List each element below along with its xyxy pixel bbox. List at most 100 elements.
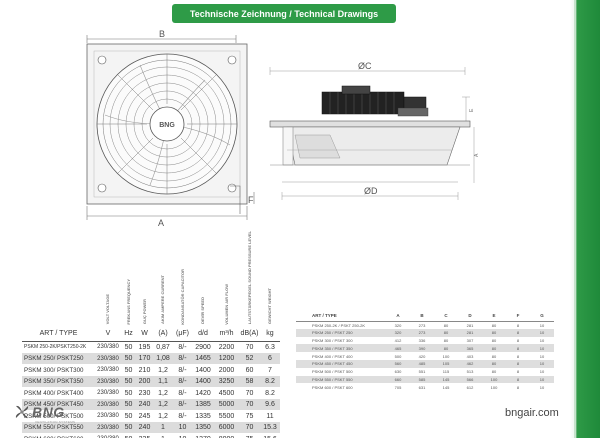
specifications-table: VOLT VOLTAGE FREKANS FREQUENCY GUÇ POWER… [22, 229, 280, 438]
dimension-cell: 10 [530, 328, 554, 337]
dimension-cell: 80 [491, 337, 497, 343]
dimension-cell: 10 [530, 375, 554, 384]
dim-f-label: F [248, 195, 254, 205]
unit-current: (A) [153, 326, 173, 342]
header-air-flow: VOLUMEN AIR FLOW [223, 283, 229, 325]
dimension-cell: 100 [442, 353, 450, 359]
dimension-cell: 336 [418, 337, 426, 343]
spec-cell: 11 [266, 412, 274, 420]
dimension-model: PSKM 250-2K / PSKT 250-2K [312, 322, 366, 328]
dimension-model: PSKM 450 / PSKT 450 [296, 359, 386, 368]
spec-cell: 8/- [173, 375, 192, 388]
unit-air-flow: m³/h [214, 326, 239, 342]
spec-cell: 2900 [195, 343, 211, 351]
spec-cell: 15.3 [260, 421, 280, 434]
art-type-header: ART / TYPE [22, 326, 95, 342]
brand-logo: BNG VENTILATION SYSTEMS [12, 404, 75, 424]
dim-header-f: F [506, 311, 530, 322]
unit-power: W [136, 326, 153, 342]
hub-logo: BNG [159, 122, 175, 129]
spec-cell: 58 [239, 375, 260, 388]
spec-cell: 70 [245, 389, 254, 397]
header-voltage: VOLT VOLTAGE [105, 294, 110, 325]
spec-model: PSKM 300/ PSKT300 [24, 366, 84, 374]
spec-cell: 230/380 [97, 367, 119, 374]
spec-cell: 4500 [218, 389, 235, 397]
dim-a-label: A [158, 218, 164, 228]
spec-cell: 8/- [178, 366, 187, 374]
spec-cell: 235 [136, 433, 153, 438]
spec-cell: 1200 [214, 352, 239, 365]
dim-b-label: B [159, 29, 165, 39]
spec-cell: 6 [260, 352, 280, 365]
header-power: GUÇ POWER [141, 299, 147, 325]
dimension-cell: 10 [530, 344, 554, 353]
technical-drawing: B [86, 29, 480, 228]
dimension-cell: 403 [466, 353, 474, 359]
spec-cell: 6.3 [265, 343, 275, 351]
spec-cell: 230/380 [97, 390, 119, 397]
spec-cell: 8.2 [260, 375, 280, 388]
dim-header-c: C [434, 311, 458, 322]
dimension-model: PSKM 400 / PSKT 400 [312, 353, 353, 359]
spec-cell: 8.2 [265, 389, 275, 397]
dimension-cell: 560 [386, 359, 410, 368]
dimension-cell: 365 [458, 344, 482, 353]
side-view: ØC E A [269, 61, 480, 200]
dimension-cell: 612 [466, 384, 474, 390]
spec-cell: 1370 [192, 433, 214, 438]
dim-d-label: ØD [364, 186, 378, 196]
spec-model: PSKM 550/ PSKT550 [22, 421, 95, 434]
spec-cell: 230/380 [97, 344, 119, 351]
svg-text:E: E [469, 108, 475, 112]
dimension-model: PSKM 500 / PSKT 500 [312, 369, 353, 375]
dim-header-art-type: ART / TYPE [296, 311, 386, 322]
spec-cell: 1420 [195, 389, 211, 397]
dimension-cell: 80 [482, 359, 506, 368]
dimension-cell: 80 [491, 322, 497, 328]
dimension-cell: 80 [491, 369, 497, 375]
spec-cell: 1,08 [153, 352, 173, 365]
spec-cell: 60 [245, 366, 254, 374]
spec-cell: 200 [136, 375, 153, 388]
spec-cell: 1,2 [158, 366, 168, 374]
unit-voltage: V [95, 326, 121, 342]
dim-header-a: A [386, 311, 410, 322]
right-accent-bar [570, 0, 600, 438]
dimension-cell: 485 [410, 359, 434, 368]
dimension-cell: 80 [482, 328, 506, 337]
dim-header-d: D [458, 311, 482, 322]
dimension-model: PSKM 550 / PSKT 550 [296, 375, 386, 384]
dimension-cell: 145 [434, 375, 458, 384]
dimension-cell: 8 [516, 369, 520, 375]
spec-cell: 230/380 [95, 398, 121, 411]
spec-cell: 50 [121, 375, 136, 388]
spec-cell: 1,2 [153, 398, 173, 411]
spec-cell: 240 [136, 398, 153, 411]
spec-cell: 8/- [173, 398, 192, 411]
website-link[interactable]: bngair.com [505, 407, 559, 419]
spec-cell: 8/- [173, 352, 192, 365]
spec-cell: 1,1 [153, 375, 173, 388]
dimension-cell: 307 [466, 337, 474, 343]
spec-cell: 1465 [192, 352, 214, 365]
dimension-cell: 8 [506, 344, 530, 353]
spec-cell: 2000 [218, 366, 235, 374]
spec-cell: 1,2 [158, 389, 168, 397]
spec-cell: 230/380 [95, 352, 121, 365]
spec-cell: 230/380 [95, 375, 121, 388]
spec-cell: 1,2 [158, 412, 168, 420]
unit-frequency: Hz [121, 326, 136, 342]
fan-logo-icon [15, 405, 29, 419]
spec-model: PSKM 400/ PSKT400 [24, 389, 84, 397]
dimension-cell: 8 [516, 384, 520, 390]
dimension-cell: 660 [386, 375, 410, 384]
dimension-cell: 100 [490, 384, 498, 390]
dimension-cell: 281 [466, 322, 474, 328]
